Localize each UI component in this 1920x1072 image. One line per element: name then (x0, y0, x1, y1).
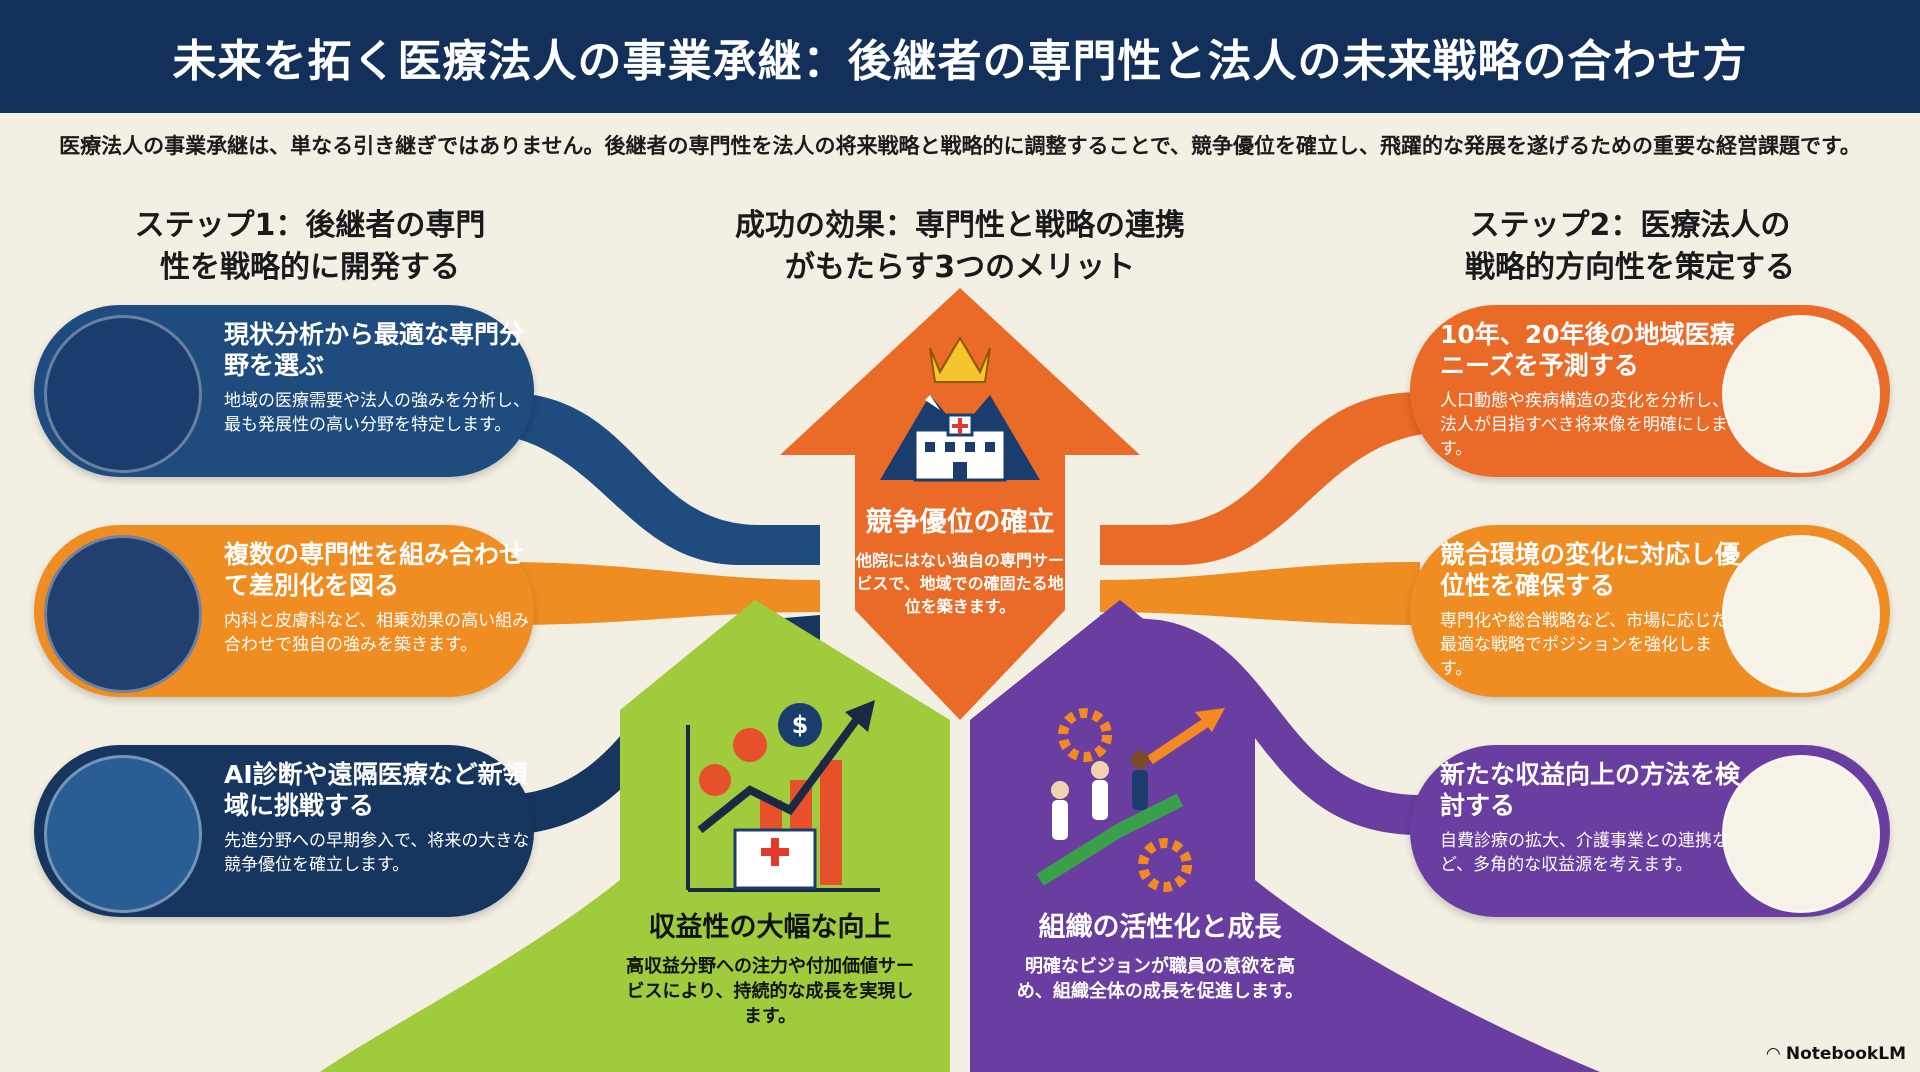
flow-right-2 (1100, 562, 1420, 625)
benefit-competitive-title: 競争優位の確立 (865, 507, 1055, 538)
benefit-organization: 組織の活性化と成長 明確なビジョンが職員の意欲を高め、組織全体の成長を促進します… (1010, 905, 1310, 1004)
benefit-revenue-desc: 高収益分野への注力や付加価値サービスにより、持続的な成長を実現します。 (626, 956, 914, 1027)
right-card-1-desc: 人口動態や疾病構造の変化を分析し、法人が目指すべき将来像を明確にします。 (1440, 391, 1729, 459)
center-title-line2: がもたらす3つのメリット (784, 250, 1136, 285)
left-card-3-desc: 先進分野への早期参入で、将来の大きな競争優位を確立します。 (224, 831, 530, 875)
left-card-1-desc: 地域の医療需要や法人の強みを分析し、最も発展性の高い分野を特定します。 (224, 391, 530, 435)
world-map-hand-icon (44, 315, 202, 473)
left-column-title-line1: ステップ1：後継者の専門 (134, 208, 486, 243)
benefit-shape-orange (780, 288, 1140, 720)
benefit-revenue-title: 収益性の大幅な向上 (648, 912, 892, 943)
notebooklm-icon: ◠ (1766, 1044, 1780, 1064)
svg-text:$: $ (792, 711, 809, 739)
right-card-2-title: 競合環境の変化に対応し優位性を確保する (1440, 540, 1741, 600)
right-card-2: 競合環境の変化に対応し優位性を確保する 専門化や総合戦略など、市場に応じた最適な… (1410, 525, 1890, 697)
brand-label: NotebookLM (1785, 1044, 1906, 1064)
left-card-1-title: 現状分析から最適な専門分野を選ぶ (224, 320, 525, 380)
flow-left-2 (500, 562, 820, 625)
revenue-hospital-icon (1722, 755, 1880, 913)
team-gears-icon (1036, 708, 1225, 892)
flow-right-1 (1100, 392, 1450, 565)
right-card-3-desc: 自費診療の拡大、介護事業との連携など、多角的な収益源を考えます。 (1440, 831, 1729, 875)
right-card-3-title: 新たな収益向上の方法を検討する (1440, 760, 1741, 820)
right-column-title-line2: 戦略的方向性を策定する (1465, 250, 1795, 285)
flow-left-1 (470, 392, 820, 565)
right-card-3: 新たな収益向上の方法を検討する 自費診療の拡大、介護事業との連携など、多角的な収… (1410, 745, 1890, 917)
hospital-mountain-icon (880, 395, 1040, 482)
right-column-title-line1: ステップ2：医療法人の (1469, 208, 1791, 243)
flow-right-3 (1100, 615, 1420, 835)
chess-map-icon (1722, 535, 1880, 693)
left-card-2-desc: 内科と皮膚科など、相乗効果の高い組み合わせで独自の強みを築きます。 (224, 611, 530, 655)
benefit-competitive: 競争優位の確立 他院にはない独自の専門サービスで、地域での確固たる地位を築きます… (855, 500, 1065, 618)
header-bar: 未来を拓く医療法人の事業承継：後継者の専門性と法人の未来戦略の合わせ方 (0, 0, 1920, 113)
left-card-1: 現状分析から最適な専門分野を選ぶ 地域の医療需要や法人の強みを分析し、最も発展性… (34, 305, 534, 477)
left-card-2-title: 複数の専門性を組み合わせて差別化を図る (224, 540, 525, 600)
left-column-title: ステップ1：後継者の専門 性を戦略的に開発する (110, 205, 510, 289)
right-column-title: ステップ2：医療法人の 戦略的方向性を策定する (1420, 205, 1840, 289)
right-card-1: 10年、20年後の地域医療ニーズを予測する 人口動態や疾病構造の変化を分析し、法… (1410, 305, 1890, 477)
benefit-competitive-desc: 他院にはない独自の専門サービスで、地域での確固たる地位を築きます。 (855, 551, 1064, 616)
benefit-shape-purple (970, 600, 1600, 1072)
left-card-3-title: AI診断や遠隔医療など新領域に挑戦する (224, 760, 528, 820)
crown-icon (929, 336, 991, 383)
ai-doctor-icon (44, 755, 202, 913)
benefit-organization-desc: 明確なビジョンが職員の意欲を高め、組織全体の成長を促進します。 (1016, 956, 1304, 1002)
heart-caduceus-icon (44, 535, 202, 693)
benefit-revenue: 収益性の大幅な向上 高収益分野への注力や付加価値サービスにより、持続的な成長を実… (620, 905, 920, 1029)
benefit-organization-title: 組織の活性化と成長 (1038, 912, 1282, 943)
right-card-1-title: 10年、20年後の地域医療ニーズを予測する (1440, 320, 1735, 380)
left-column-title-line2: 性を戦略的に開発する (160, 250, 460, 285)
center-title: 成功の効果：専門性と戦略の連携 がもたらす3つのメリット (680, 205, 1240, 289)
left-card-2: 複数の専門性を組み合わせて差別化を図る 内科と皮膚科など、相乗効果の高い組み合わ… (34, 525, 534, 697)
intro-text: 医療法人の事業承継は、単なる引き継ぎではありません。後継者の専門性を法人の将来戦… (59, 134, 1861, 158)
page-title: 未来を拓く医療法人の事業承継：後継者の専門性と法人の未来戦略の合わせ方 (172, 35, 1748, 87)
left-card-3: AI診断や遠隔医療など新領域に挑戦する 先進分野への早期参入で、将来の大きな競争… (34, 745, 534, 917)
growth-chart-icon: $ (686, 700, 880, 892)
brand-logo: ◠ NotebookLM (1767, 1044, 1906, 1064)
center-title-line1: 成功の効果：専門性と戦略の連携 (735, 208, 1185, 243)
magnifier-hospital-icon (1722, 315, 1880, 473)
right-card-2-desc: 専門化や総合戦略など、市場に応じた最適な戦略でポジションを強化します。 (1440, 611, 1729, 679)
